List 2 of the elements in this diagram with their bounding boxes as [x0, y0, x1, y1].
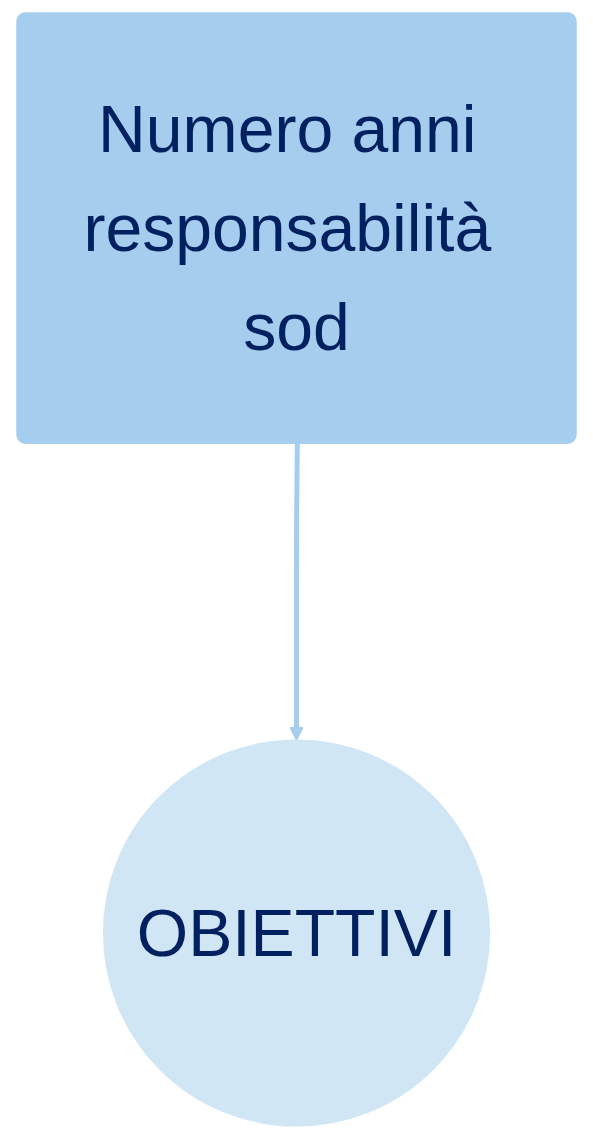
arrow — [289, 443, 304, 741]
node-circle: OBIETTIVI — [102, 739, 491, 1127]
